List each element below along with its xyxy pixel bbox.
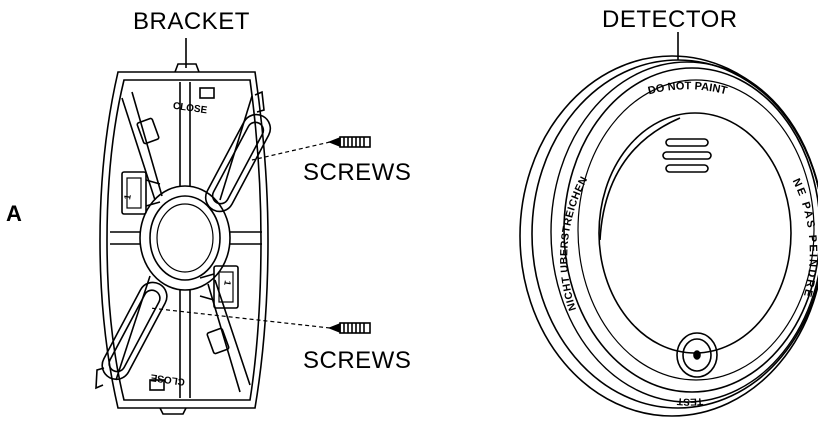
detector-outer-edge — [519, 55, 818, 417]
marking-ne-pas-peindre: NE PAS PEINDRE — [790, 177, 818, 300]
bracket: 1 1 CLOSE CLOSE — [95, 38, 272, 415]
screws-label-top: SCREWS — [303, 159, 412, 186]
figure-letter: A — [6, 201, 22, 226]
screw-bottom-guide-line — [149, 307, 331, 329]
detector-vent — [665, 138, 709, 147]
bracket-tab-right — [199, 265, 239, 309]
screw-bottom — [149, 307, 371, 334]
bracket-tab-marking-top: 1 — [122, 194, 133, 201]
screw-top — [251, 136, 371, 161]
test-button — [676, 332, 718, 378]
detector-inner-plate — [598, 112, 792, 354]
bracket-tab-left — [121, 171, 161, 215]
bracket-label: BRACKET — [133, 8, 250, 35]
bracket-slot-upper — [204, 113, 272, 213]
bracket-slot-lower — [101, 281, 168, 381]
bracket-close-marking-top: CLOSE — [172, 101, 208, 117]
detector-label: DETECTOR — [602, 6, 738, 33]
bracket-close-marking-bottom: CLOSE — [150, 371, 186, 387]
marking-test: TEST — [677, 395, 704, 407]
screw-top-guide-line — [251, 141, 331, 161]
marking-do-not-paint: DO NOT PAINT — [647, 80, 729, 97]
bracket-center-ring — [139, 185, 231, 291]
bracket-tab-marking-bottom: 1 — [222, 280, 233, 287]
bracket-outline — [99, 71, 269, 409]
screws-label-bottom: SCREWS — [303, 347, 412, 374]
detector: DO NOT PAINT NE PAS PEINDRE NICHT UBERST… — [519, 32, 818, 417]
